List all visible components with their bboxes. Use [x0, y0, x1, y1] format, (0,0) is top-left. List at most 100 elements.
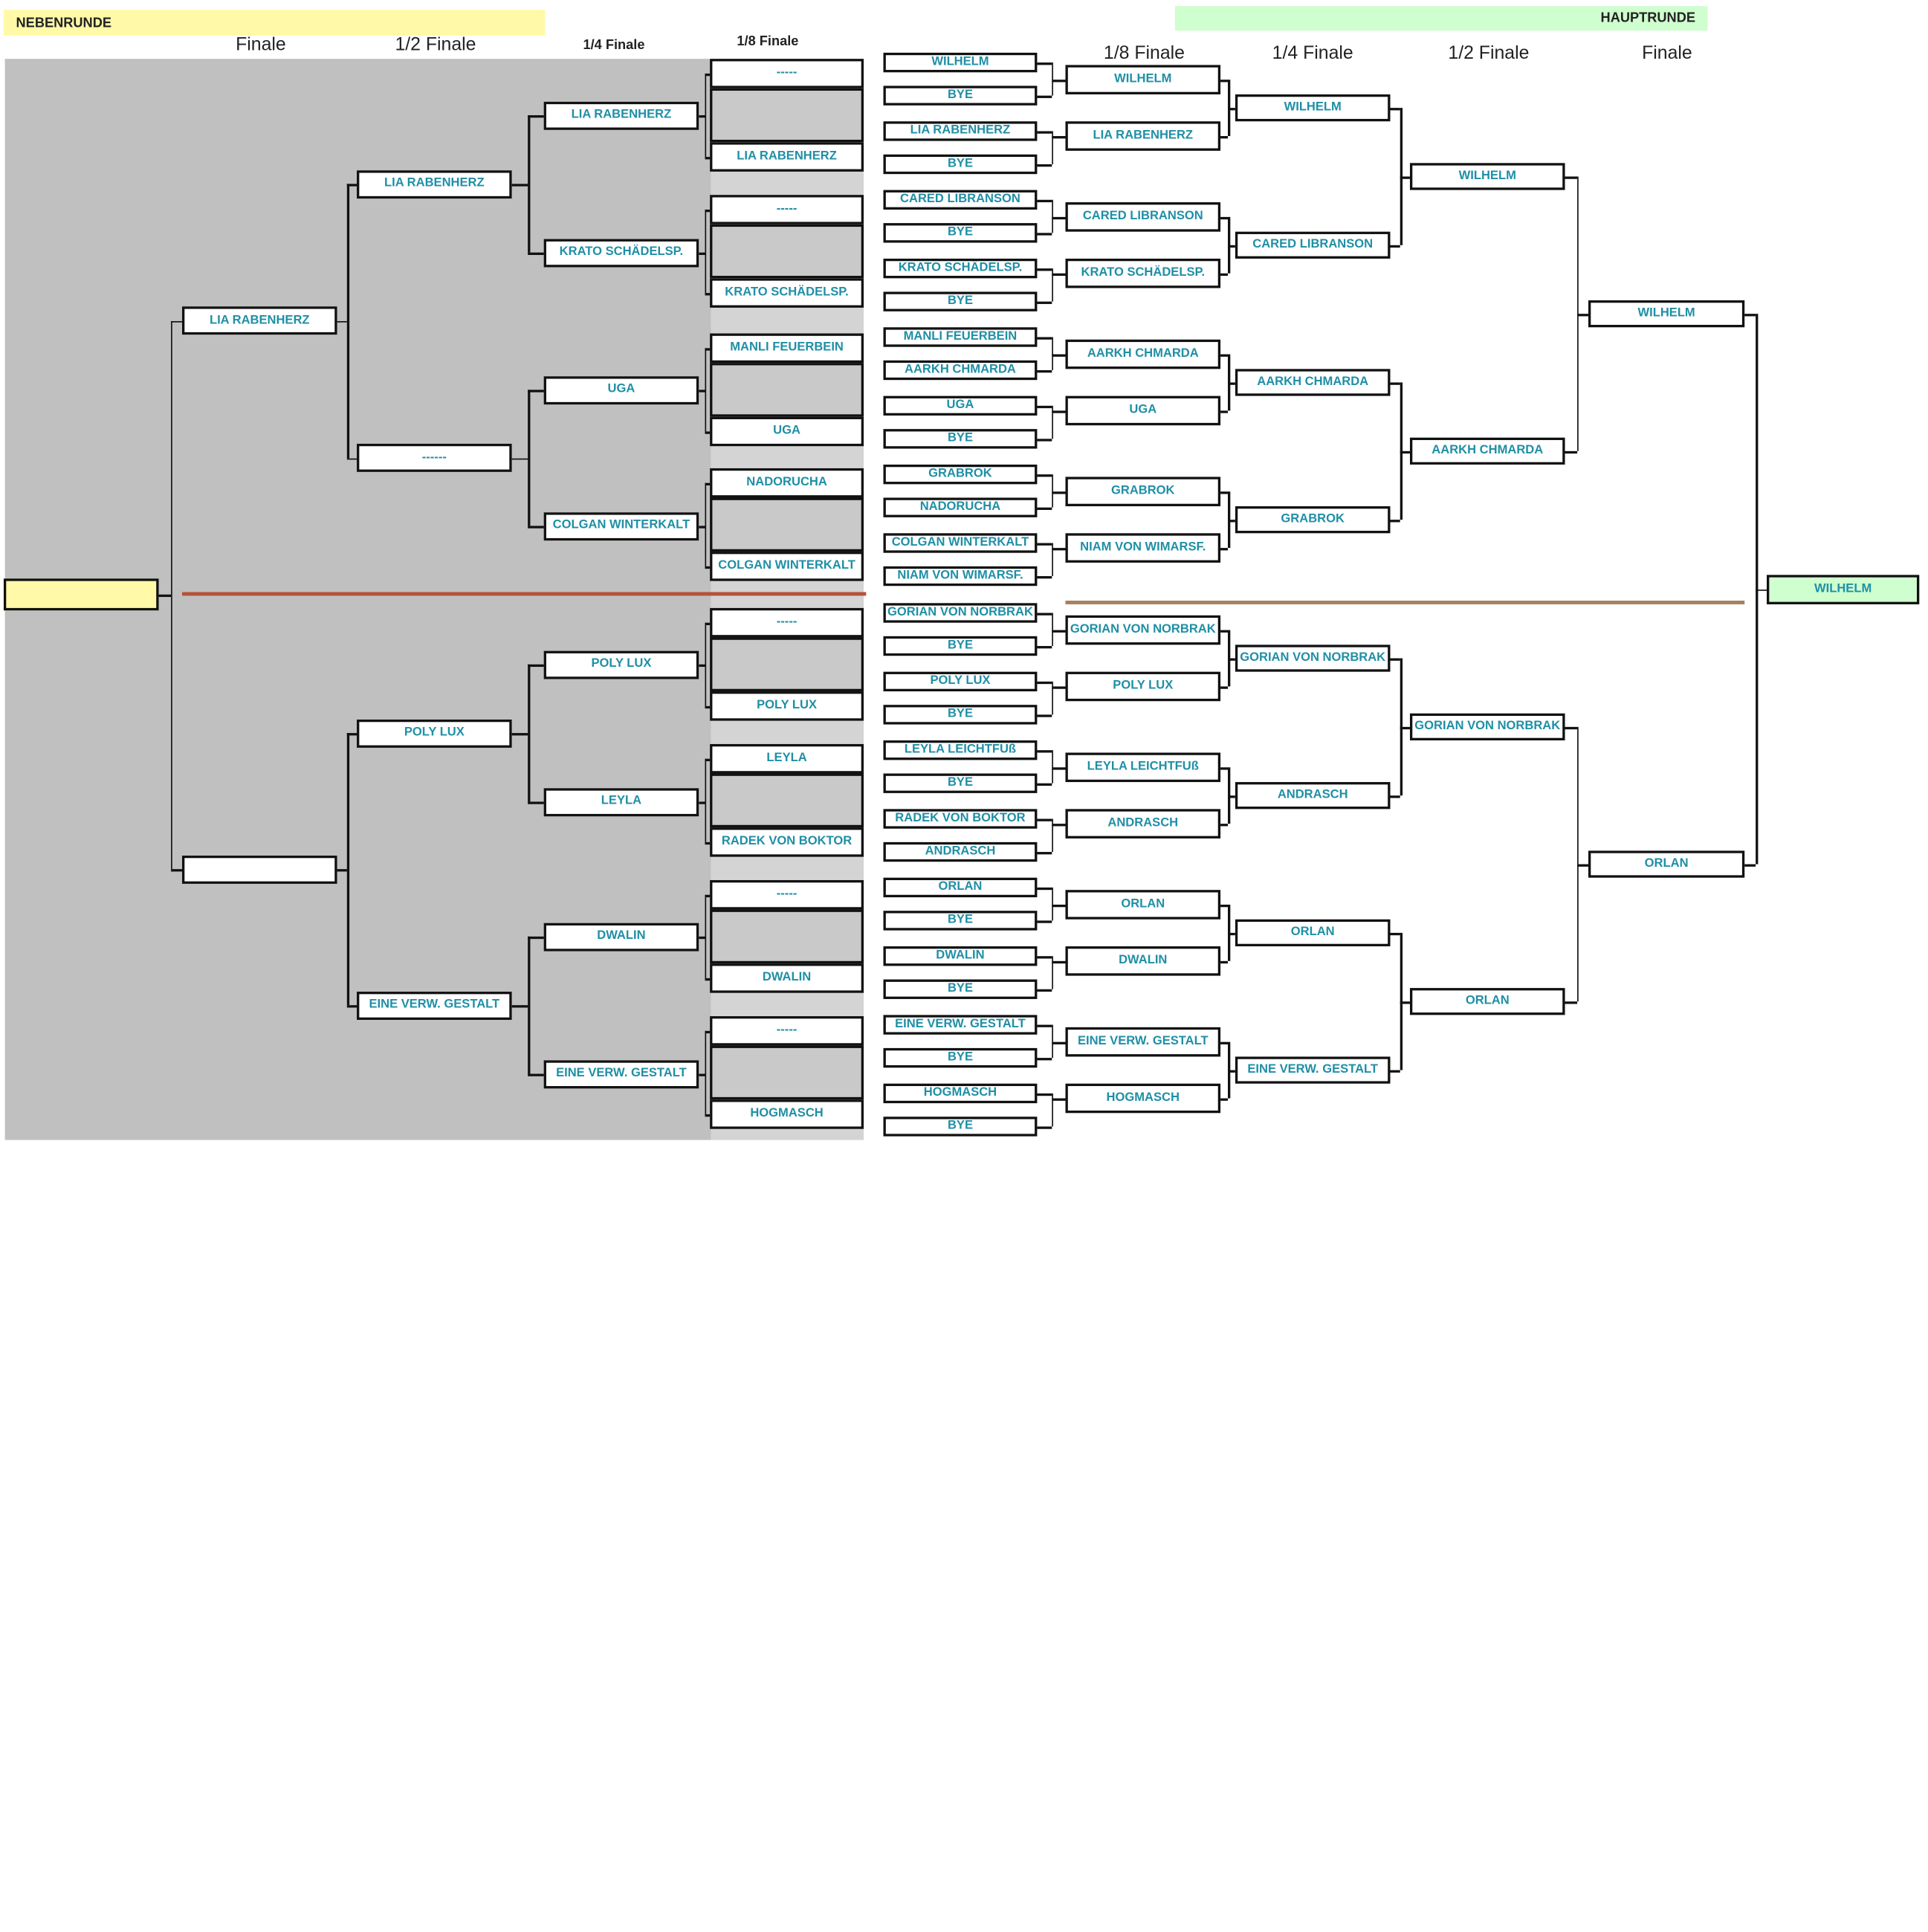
bracket-line [1227, 245, 1235, 248]
nr-entry-empty [710, 637, 864, 692]
bracket-line [1220, 767, 1228, 769]
bracket-line [1756, 314, 1758, 865]
pair-entry-top: POLY LUX [883, 671, 1038, 692]
bracket-line [1390, 108, 1400, 110]
bracket-line [699, 1073, 705, 1076]
nr-quarter-slot: ------ [357, 443, 512, 472]
pair-entry-top: MANLI FEUERBEIN [883, 327, 1038, 347]
hr-semi-slot: AARKH CHMARDA [1409, 437, 1565, 465]
bracket-line [1390, 1070, 1400, 1073]
hauptrunde-separator [1065, 601, 1745, 604]
hr-quarter-header: 1/4 Finale [1272, 42, 1353, 64]
bracket-line [1037, 233, 1052, 235]
bracket-line [1220, 491, 1228, 494]
bracket-line [1576, 314, 1588, 316]
pair-entry-top: HOGMASCH [883, 1083, 1038, 1104]
hr-semi-slot: GORIAN VON NORBRAK [1409, 713, 1565, 740]
nr-eighth-slot: LEYLA [543, 787, 699, 816]
hr-eighth-slot: HOGMASCH [1065, 1083, 1221, 1114]
hr-semi-slot: WILHELM [1409, 163, 1565, 190]
bracket-line [1220, 1098, 1228, 1100]
bracket-line [528, 664, 530, 802]
bracket-line [1400, 726, 1410, 729]
bracket-line [704, 1030, 711, 1033]
bracket-line [1390, 245, 1400, 248]
bracket-line [1744, 864, 1756, 867]
hr-final-slot: ORLAN [1588, 850, 1745, 878]
bracket-line [1037, 1058, 1052, 1060]
hauptrunde-title: HAUPTRUNDE [1600, 10, 1696, 26]
bracket-line [1037, 337, 1052, 339]
nr-entry-empty [710, 363, 864, 417]
nr-final-slot [3, 578, 159, 611]
pair-entry-top: RADEK VON BOKTOR [883, 809, 1038, 829]
bracket-line [704, 482, 707, 566]
bracket-line [704, 622, 711, 625]
nr-eighth-slot: DWALIN [543, 922, 699, 951]
bracket-line [1051, 354, 1066, 357]
bracket-line [1390, 520, 1400, 522]
bracket-line [1037, 131, 1052, 133]
bracket-line [1051, 956, 1053, 989]
bracket-line [158, 595, 171, 597]
bracket-line [1037, 576, 1052, 578]
bracket-line [1227, 520, 1235, 522]
bracket-line [1227, 795, 1235, 798]
nr-entry-bottom: UGA [710, 416, 864, 447]
bracket-line [704, 758, 711, 761]
bracket-line [528, 115, 544, 117]
hr-eighth-slot: NIAM VON WIMARSF. [1065, 533, 1221, 563]
nr-entry-empty [710, 224, 864, 279]
nr-quarter-slot: POLY LUX [357, 719, 512, 748]
bracket-line [704, 894, 711, 897]
hr-semi-header: 1/2 Finale [1448, 42, 1530, 64]
bracket-line [1051, 136, 1066, 138]
bracket-line [704, 73, 711, 76]
pair-entry-top: DWALIN [883, 946, 1038, 966]
bracket-line [704, 293, 711, 295]
bracket-line [1051, 337, 1053, 370]
bracket-line [1037, 681, 1052, 684]
bracket-line [1051, 960, 1066, 963]
pair-entry-top: WILHELM [883, 52, 1038, 73]
nr-entry-top: ----- [710, 59, 864, 88]
bracket-line [1051, 405, 1053, 439]
bracket-line [1037, 818, 1052, 821]
nr-finale-header: Finale [236, 34, 286, 56]
bracket-line [1390, 382, 1400, 384]
bracket-line [1400, 450, 1410, 453]
bracket-line [1037, 268, 1052, 271]
bracket-line [528, 664, 544, 667]
bracket-line [699, 115, 705, 117]
hr-final-slot: WILHELM [1588, 300, 1745, 328]
bracket-line [346, 1005, 358, 1007]
bracket-line [1220, 630, 1228, 633]
bracket-line [1565, 1001, 1577, 1004]
bracket-line [1051, 62, 1053, 96]
bracket-line [699, 936, 705, 939]
bracket-line [337, 869, 347, 871]
bracket-line [1220, 904, 1228, 907]
hr-eighth-slot: ANDRASCH [1065, 809, 1221, 839]
nr-eighth-slot: UGA [543, 375, 699, 404]
bracket-line [1051, 686, 1066, 688]
bracket-line [511, 457, 528, 460]
bracket-line [1037, 1126, 1052, 1128]
hr-quarter-slot: CARED LIBRANSON [1235, 231, 1391, 259]
bracket-line [1037, 920, 1052, 923]
bracket-line [1037, 369, 1052, 372]
pair-entry-bottom: BYE [883, 154, 1038, 175]
bracket-line [1227, 1070, 1235, 1073]
bracket-line [699, 390, 705, 392]
bracket-line [528, 390, 530, 526]
nr-semi-slot: LIA RABENHERZ [181, 306, 337, 335]
bracket-line [704, 348, 711, 350]
hr-quarter-slot: ANDRASCH [1235, 782, 1391, 810]
hr-quarter-slot: WILHELM [1235, 94, 1391, 122]
hr-quarter-slot: GORIAN VON NORBRAK [1235, 644, 1391, 672]
bracket-line [1051, 548, 1066, 550]
bracket-line [699, 252, 705, 255]
bracket-line [704, 1030, 707, 1114]
hr-eighth-slot: GORIAN VON NORBRAK [1065, 615, 1221, 645]
bracket-line [1051, 80, 1066, 82]
